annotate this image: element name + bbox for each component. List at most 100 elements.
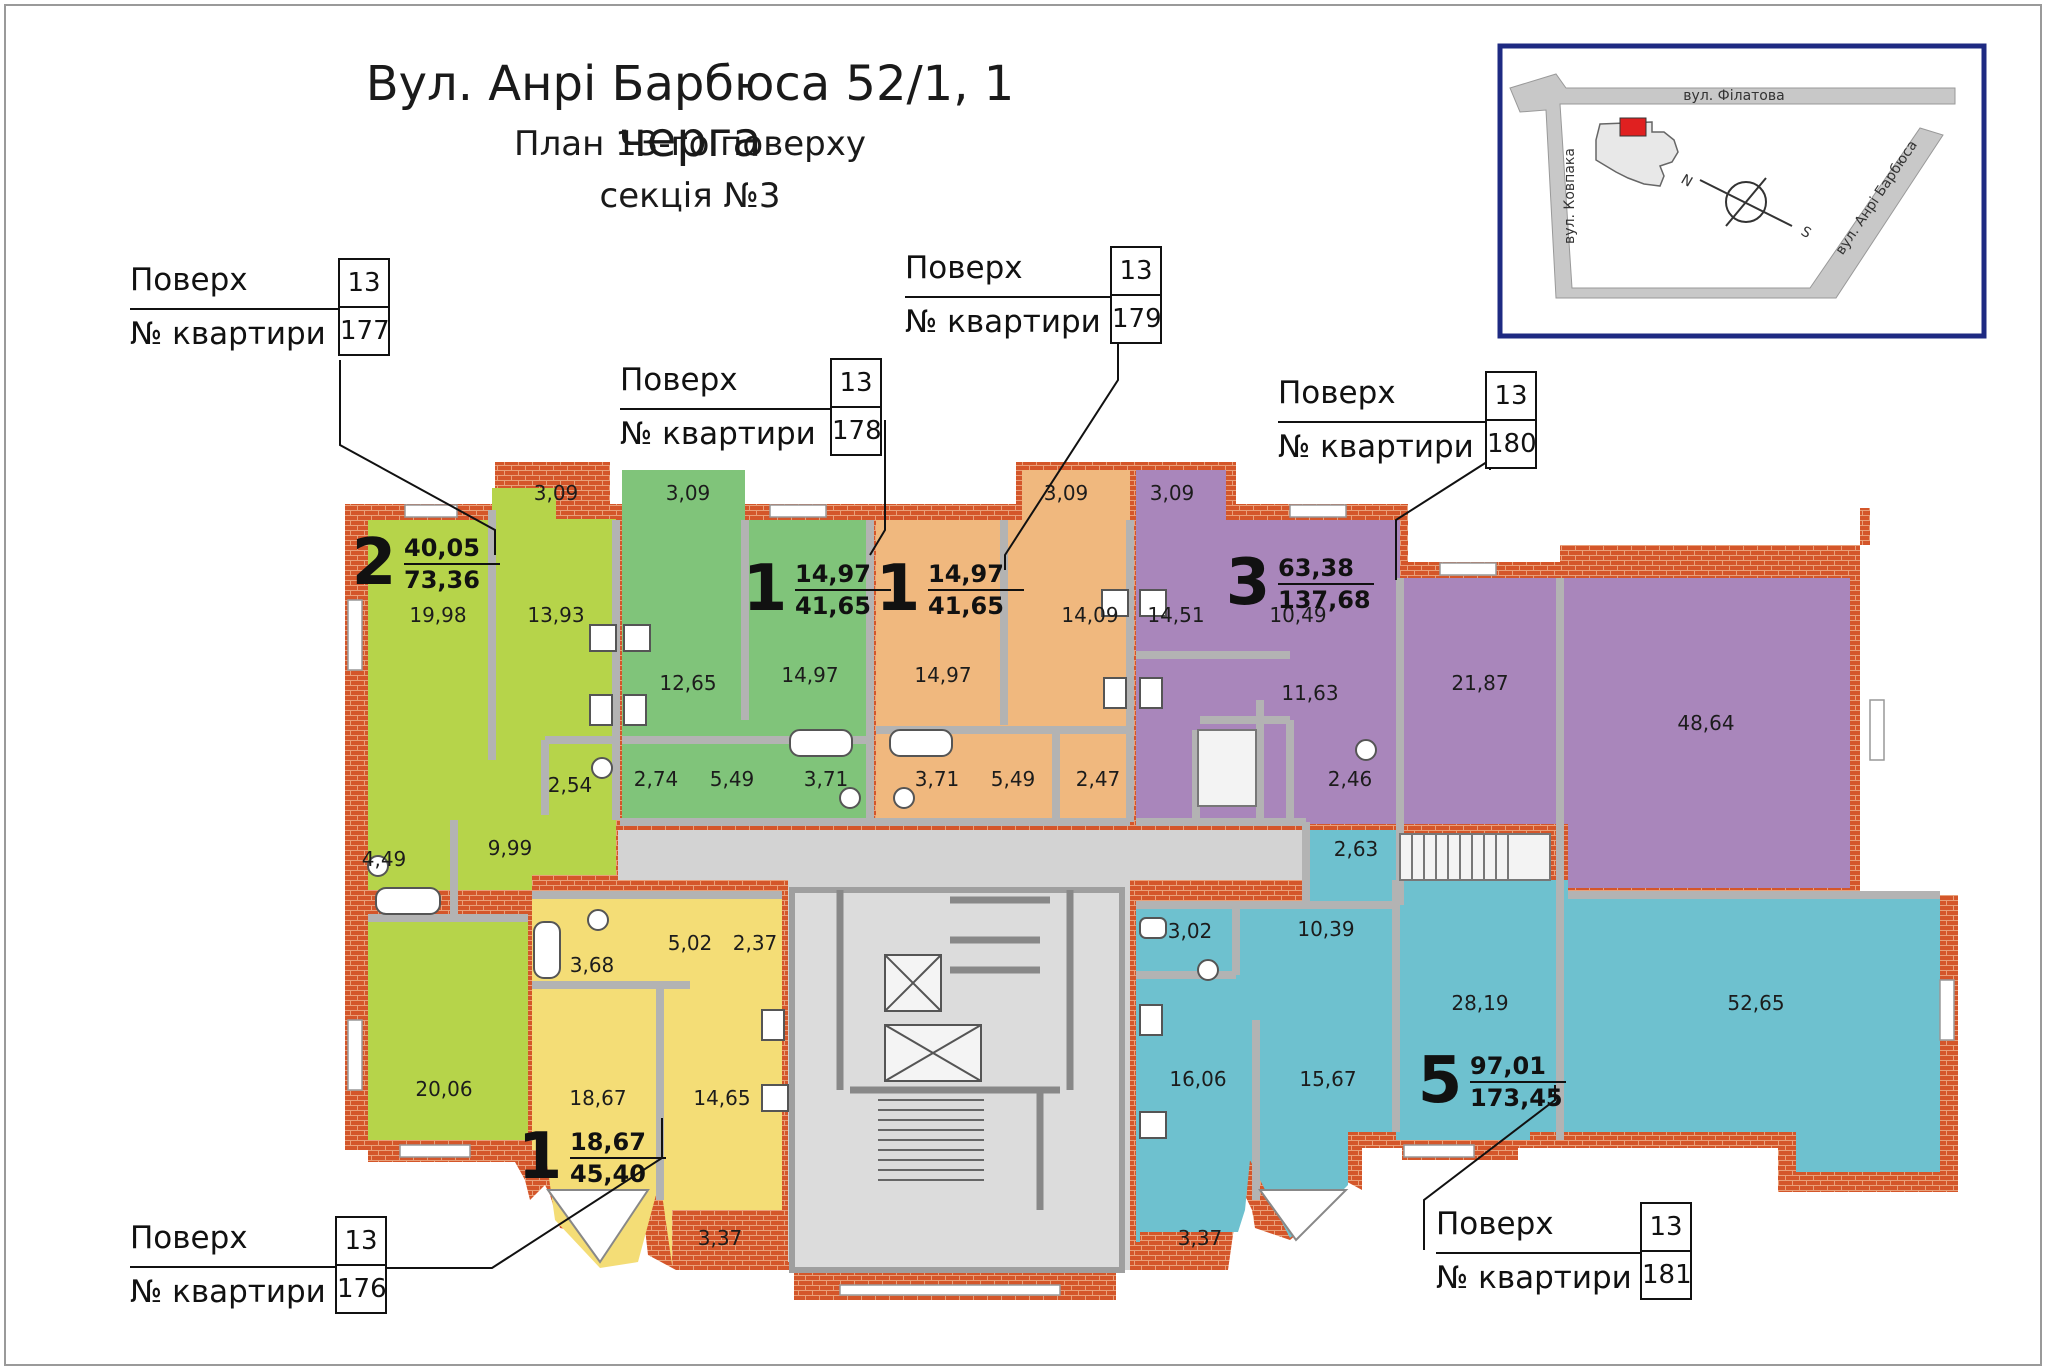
location-map: N S вул. Філатова вул. Ковпака вул. Анрі… bbox=[1497, 43, 1987, 339]
apartment-living-area: 63,38 bbox=[1278, 554, 1354, 582]
room-area-label: 3,37 bbox=[698, 1226, 743, 1250]
room-area-label: 3,09 bbox=[534, 481, 579, 505]
room-area-label: 3,37 bbox=[1178, 1226, 1223, 1250]
apartment-room-count: 2 bbox=[352, 526, 397, 600]
interior-partitions bbox=[368, 510, 1940, 1200]
room-area-label: 48,64 bbox=[1677, 711, 1734, 735]
room-area-label: 3,09 bbox=[666, 481, 711, 505]
room-area-label: 21,87 bbox=[1451, 671, 1508, 695]
apartment-room-count: 3 bbox=[1226, 546, 1271, 620]
apartment-room-count: 1 bbox=[876, 552, 921, 626]
apartment-total-area: 41,65 bbox=[795, 592, 871, 620]
apartment-room-count: 1 bbox=[518, 1120, 563, 1194]
room-area-label: 13,93 bbox=[527, 603, 584, 627]
room-area-label: 3,71 bbox=[915, 767, 960, 791]
room-area-label: 19,98 bbox=[409, 603, 466, 627]
room-area-label: 14,97 bbox=[781, 663, 838, 687]
callout-rule bbox=[1436, 1252, 1640, 1254]
room-area-label: 5,02 bbox=[668, 931, 713, 955]
room-area-label: 18,67 bbox=[569, 1086, 626, 1110]
stair-lift-core bbox=[789, 887, 1125, 1273]
callout-rule bbox=[130, 308, 338, 310]
kitchen-stoves bbox=[589, 589, 1167, 1139]
apartment-total-area: 173,45 bbox=[1470, 1084, 1563, 1112]
room-area-label: 3,02 bbox=[1168, 919, 1213, 943]
room-area-label: 2,63 bbox=[1334, 837, 1379, 861]
apartment-number-box: 180 bbox=[1485, 419, 1537, 469]
apartment-room-count: 1 bbox=[743, 552, 788, 626]
apartment-number-box: 178 bbox=[830, 406, 882, 456]
room-area-label: 5,49 bbox=[991, 767, 1036, 791]
apartment-total-area: 45,40 bbox=[570, 1160, 646, 1188]
room-area-label: 2,37 bbox=[733, 931, 778, 955]
room-area-label: 9,99 bbox=[488, 836, 533, 860]
floor-value-box: 13 bbox=[1110, 246, 1162, 296]
apartment-number-label: № квартири bbox=[1436, 1260, 1632, 1296]
callout-rule bbox=[620, 408, 830, 410]
room-area-label: 12,65 bbox=[659, 671, 716, 695]
floor-label: Поверх bbox=[620, 362, 738, 398]
address-title: Вул. Анрі Барбюса 52/1, 1 черга bbox=[365, 56, 1015, 168]
bath-fixtures bbox=[367, 729, 1377, 981]
floor-value-box: 13 bbox=[338, 258, 390, 308]
apartment-total-area: 73,36 bbox=[404, 566, 480, 594]
room-area-label: 3,09 bbox=[1150, 481, 1195, 505]
room-area-label: 2,47 bbox=[1076, 767, 1121, 791]
map-street-top: вул. Філатова bbox=[1683, 88, 1784, 104]
floor-value-box: 13 bbox=[1640, 1202, 1692, 1252]
floor-label: Поверх bbox=[905, 250, 1023, 286]
room-area-label: 14,51 bbox=[1147, 603, 1204, 627]
callout-rule bbox=[905, 296, 1110, 298]
room-area-label: 2,54 bbox=[548, 773, 593, 797]
room-area-label: 15,67 bbox=[1299, 1067, 1356, 1091]
apartment-number-box: 181 bbox=[1640, 1250, 1692, 1300]
apartment-number-box: 177 bbox=[338, 306, 390, 356]
apartment-living-area: 97,01 bbox=[1470, 1052, 1546, 1080]
room-area-label: 14,97 bbox=[914, 663, 971, 687]
apartment-number-box: 176 bbox=[335, 1264, 387, 1314]
apartment-room-count: 5 bbox=[1418, 1044, 1463, 1118]
apartment-total-area: 137,68 bbox=[1278, 586, 1371, 614]
room-area-label: 11,63 bbox=[1281, 681, 1338, 705]
room-area-label: 5,49 bbox=[710, 767, 755, 791]
floor-value-box: 13 bbox=[1485, 371, 1537, 421]
room-area-label: 52,65 bbox=[1727, 991, 1784, 1015]
windows bbox=[347, 504, 1955, 1296]
room-area-label: 28,19 bbox=[1451, 991, 1508, 1015]
apartment-total-area: 41,65 bbox=[928, 592, 1004, 620]
apartment-number-label: № квартири bbox=[130, 1274, 326, 1310]
apartment-number-label: № квартири bbox=[1278, 429, 1474, 465]
apartment-number-label: № квартири bbox=[905, 304, 1101, 340]
apartment-living-area: 14,97 bbox=[795, 560, 871, 588]
sheet-frame bbox=[4, 4, 2042, 1366]
floor-label: Поверх bbox=[1278, 375, 1396, 411]
bay-windows bbox=[546, 1189, 1349, 1264]
floor-label: Поверх bbox=[130, 262, 248, 298]
floor-label: Поверх bbox=[130, 1220, 248, 1256]
room-area-label: 2,46 bbox=[1328, 767, 1373, 791]
floor-value-box: 13 bbox=[830, 358, 882, 408]
section-subtitle: секція №3 bbox=[599, 176, 781, 216]
room-area-label: 16,06 bbox=[1169, 1067, 1226, 1091]
room-area-label: 14,65 bbox=[693, 1086, 750, 1110]
apartment-living-area: 18,67 bbox=[570, 1128, 646, 1156]
callout-rule bbox=[130, 1266, 335, 1268]
apartment-180-area bbox=[1136, 470, 1850, 888]
room-area-label: 14,09 bbox=[1061, 603, 1118, 627]
apartment-living-area: 14,97 bbox=[928, 560, 1004, 588]
room-area-label: 2,74 bbox=[634, 767, 679, 791]
apartment-number-label: № квартири bbox=[130, 316, 326, 352]
apartment-number-box: 179 bbox=[1110, 294, 1162, 344]
map-street-left: вул. Ковпака bbox=[1562, 148, 1578, 244]
room-area-label: 20,06 bbox=[415, 1077, 472, 1101]
secondary-stair bbox=[1197, 729, 1551, 881]
